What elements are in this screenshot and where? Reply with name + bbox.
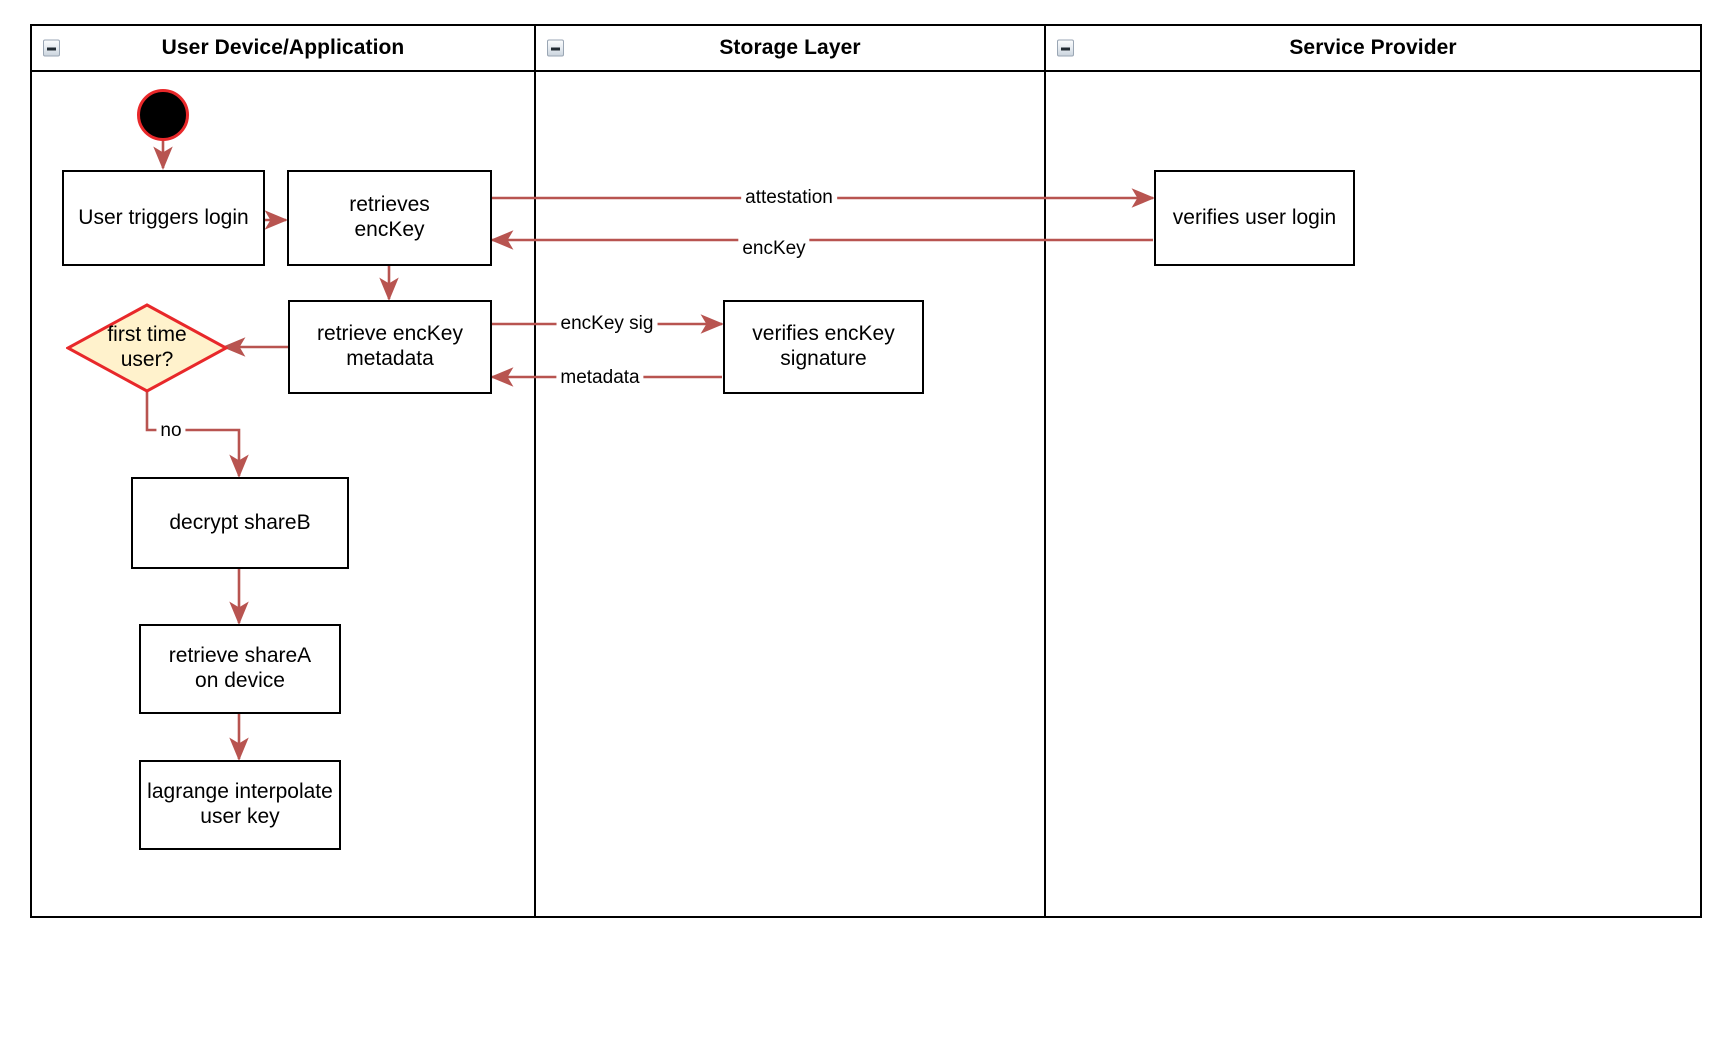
node-label: lagrange interpolate user key bbox=[147, 780, 333, 828]
node-label: verifies encKey signature bbox=[752, 322, 895, 370]
node-label: decrypt shareB bbox=[169, 510, 311, 534]
node-label: retrieve shareA on device bbox=[168, 644, 312, 692]
node-retrieve-enckey-metadata[interactable]: retrieve encKey metadata bbox=[288, 300, 492, 394]
node-retrieve-sharea-on-device[interactable]: retrieve shareA on device bbox=[139, 624, 341, 714]
swimlane-header-service-provider[interactable]: Service Provider bbox=[1046, 26, 1700, 72]
minus-box-icon[interactable] bbox=[1057, 39, 1074, 57]
node-label: User triggers login bbox=[78, 205, 249, 229]
swimlane-divider-1 bbox=[534, 26, 536, 916]
node-label: retrieve encKey metadata bbox=[317, 322, 463, 370]
start-node[interactable] bbox=[137, 89, 189, 141]
minus-box-icon[interactable] bbox=[547, 39, 564, 57]
node-decrypt-shareb[interactable]: decrypt shareB bbox=[131, 477, 349, 569]
edge-label-enckey-sig: encKey sig bbox=[556, 313, 658, 335]
edge-label-no: no bbox=[156, 420, 186, 442]
node-label: retrieves encKey bbox=[349, 193, 430, 241]
edge-label-attestation: attestation bbox=[741, 187, 837, 209]
node-label: verifies user login bbox=[1172, 205, 1337, 229]
swimlane-header-user-device[interactable]: User Device/Application bbox=[32, 26, 534, 72]
node-retrieves-enckey[interactable]: retrieves encKey bbox=[287, 170, 492, 266]
node-lagrange-interpolate-user-key[interactable]: lagrange interpolate user key bbox=[139, 760, 341, 850]
node-user-triggers-login[interactable]: User triggers login bbox=[62, 170, 265, 266]
swimlane-title-service-provider: Service Provider bbox=[1289, 36, 1457, 59]
swimlane-storage bbox=[536, 26, 1044, 916]
swimlane-divider-2 bbox=[1044, 26, 1046, 916]
swimlane-title-storage: Storage Layer bbox=[719, 36, 861, 59]
minus-box-icon[interactable] bbox=[43, 39, 60, 57]
swimlane-header-storage[interactable]: Storage Layer bbox=[536, 26, 1044, 72]
edge-label-enckey: encKey bbox=[738, 238, 810, 260]
node-first-time-user[interactable]: first time user? bbox=[66, 303, 228, 393]
node-verifies-user-login[interactable]: verifies user login bbox=[1154, 170, 1355, 266]
swimlane-service-provider bbox=[1046, 26, 1700, 916]
edge-label-metadata: metadata bbox=[556, 367, 644, 389]
swimlane-title-user-device: User Device/Application bbox=[161, 36, 405, 59]
node-verifies-enckey-signature[interactable]: verifies encKey signature bbox=[723, 300, 924, 394]
